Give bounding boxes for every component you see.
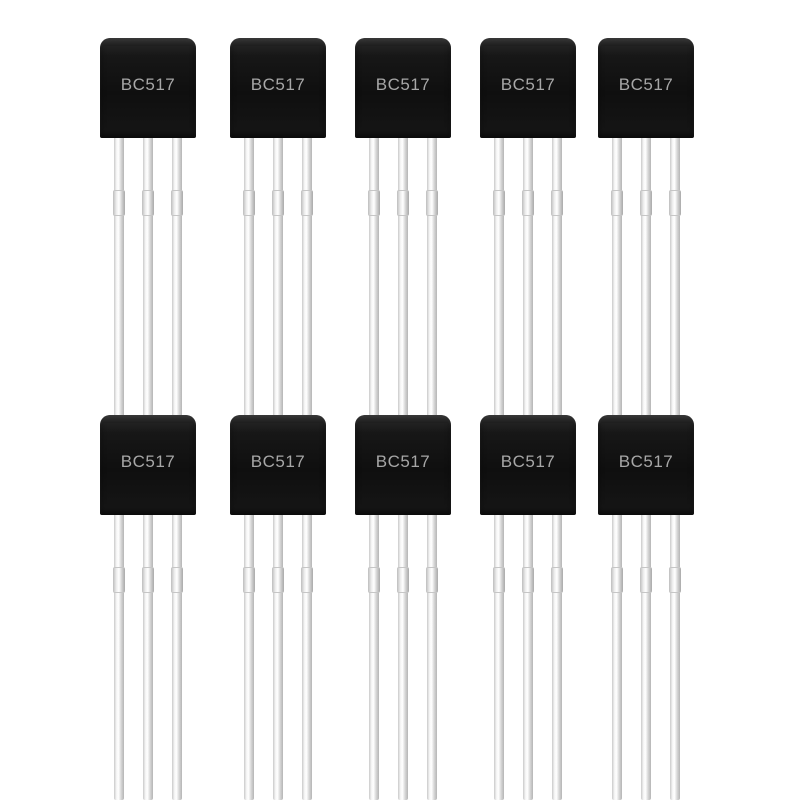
transistor-lead: [551, 138, 563, 423]
transistor-lead: [113, 515, 125, 800]
lead-bend: [493, 567, 505, 593]
lead-bend: [243, 567, 255, 593]
part-marking: BC517: [250, 75, 306, 94]
transistor-lead: [640, 515, 652, 800]
transistor: BC517: [480, 38, 580, 423]
lead-bend: [669, 567, 681, 593]
part-marking: BC517: [500, 75, 556, 94]
transistor-lead: [368, 138, 380, 423]
transistor: BC517: [230, 38, 330, 423]
part-marking: BC517: [250, 452, 306, 471]
transistor-lead: [551, 515, 563, 800]
transistor-lead: [669, 138, 681, 423]
lead-bend: [272, 567, 284, 593]
transistor: BC517: [598, 415, 698, 800]
transistor-body: BC517: [480, 38, 576, 138]
part-marking: BC517: [120, 452, 176, 471]
transistor: BC517: [598, 38, 698, 423]
lead-bend: [522, 567, 534, 593]
transistor-lead: [272, 138, 284, 423]
lead-bend: [301, 190, 313, 216]
lead-bend: [522, 190, 534, 216]
transistor: BC517: [355, 38, 455, 423]
transistor: BC517: [230, 415, 330, 800]
lead-bend: [611, 190, 623, 216]
lead-bend: [142, 567, 154, 593]
part-marking: BC517: [120, 75, 176, 94]
part-marking: BC517: [375, 452, 431, 471]
lead-bend: [113, 567, 125, 593]
lead-bend: [551, 567, 563, 593]
part-marking: BC517: [618, 452, 674, 471]
lead-bend: [493, 190, 505, 216]
transistor-lead: [301, 138, 313, 423]
lead-bend: [272, 190, 284, 216]
transistor: BC517: [100, 38, 200, 423]
transistor-lead: [243, 138, 255, 423]
transistor-lead: [171, 515, 183, 800]
transistor-lead: [397, 515, 409, 800]
transistor-lead: [243, 515, 255, 800]
lead-bend: [243, 190, 255, 216]
lead-bend: [669, 190, 681, 216]
transistor: BC517: [355, 415, 455, 800]
lead-bend: [368, 567, 380, 593]
transistor-lead: [142, 515, 154, 800]
transistor-body: BC517: [355, 415, 451, 515]
lead-bend: [640, 567, 652, 593]
lead-bend: [397, 567, 409, 593]
lead-bend: [426, 567, 438, 593]
transistor-lead: [493, 138, 505, 423]
transistor-lead: [397, 138, 409, 423]
part-marking: BC517: [618, 75, 674, 94]
transistor-lead: [611, 515, 623, 800]
lead-bend: [113, 190, 125, 216]
transistor-lead: [113, 138, 125, 423]
transistor: BC517: [480, 415, 580, 800]
transistor-lead: [611, 138, 623, 423]
lead-bend: [171, 567, 183, 593]
lead-bend: [397, 190, 409, 216]
transistor-body: BC517: [100, 38, 196, 138]
transistor-lead: [640, 138, 652, 423]
lead-bend: [640, 190, 652, 216]
lead-bend: [301, 567, 313, 593]
transistor-body: BC517: [100, 415, 196, 515]
lead-bend: [611, 567, 623, 593]
transistor-body: BC517: [480, 415, 576, 515]
part-marking: BC517: [500, 452, 556, 471]
lead-bend: [142, 190, 154, 216]
transistor-lead: [368, 515, 380, 800]
part-marking: BC517: [375, 75, 431, 94]
lead-bend: [171, 190, 183, 216]
transistor-lead: [426, 515, 438, 800]
transistor-lead: [669, 515, 681, 800]
transistor-lead: [493, 515, 505, 800]
transistor-lead: [522, 515, 534, 800]
transistor-lead: [171, 138, 183, 423]
transistor-lead: [142, 138, 154, 423]
transistor-lead: [272, 515, 284, 800]
lead-bend: [368, 190, 380, 216]
transistor-lead: [301, 515, 313, 800]
transistor-body: BC517: [355, 38, 451, 138]
transistor-lead: [426, 138, 438, 423]
lead-bend: [426, 190, 438, 216]
transistor-body: BC517: [598, 38, 694, 138]
lead-bend: [551, 190, 563, 216]
transistor: BC517: [100, 415, 200, 800]
transistor-body: BC517: [598, 415, 694, 515]
transistor-body: BC517: [230, 38, 326, 138]
transistor-lead: [522, 138, 534, 423]
transistor-body: BC517: [230, 415, 326, 515]
